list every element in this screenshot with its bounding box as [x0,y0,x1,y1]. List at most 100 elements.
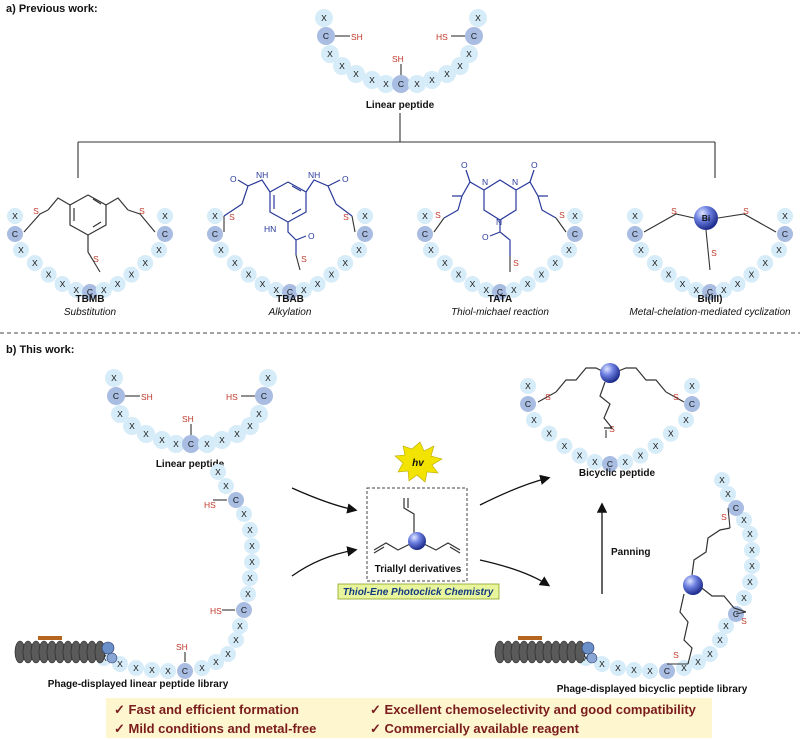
residue-letter: X [241,509,247,519]
light-burst: hv [394,441,443,483]
residue-letter: X [525,381,531,391]
residue-bead [547,254,564,271]
residue-bead [561,242,577,258]
residue-bead [207,208,223,224]
sulfur-label: S [559,210,565,220]
sulfur-label: S [343,212,349,222]
residue-letter: C [12,229,18,239]
bi-core: Bi [694,206,718,230]
thioether-bond [717,213,777,233]
residue-letter: X [719,475,725,485]
residue-bead [128,660,144,676]
residue-bead [469,9,487,27]
cysteine-residue [357,226,373,242]
residue-letter: X [159,435,165,445]
residue-bead [137,254,154,271]
residue-bead [464,275,481,292]
residue-letter: X [622,457,628,467]
residue-letter: C [572,229,578,239]
cysteine-residue [107,387,125,405]
cysteine-residue [659,663,675,679]
phage-tip [106,652,118,664]
sulfur-label: S [301,254,307,264]
residue-bead [244,538,260,554]
residue-bead [714,472,730,488]
residue-letter: X [428,245,434,255]
residue-bead [684,378,700,394]
sulfur-label: HS [204,500,216,510]
residue-bead [323,266,340,283]
residue-letter: X [32,258,38,268]
residue-letter: X [631,665,637,675]
residue-bead [642,663,658,679]
residue-bead [702,646,718,662]
sulfur-label: SH [182,414,194,424]
residue-bead [167,435,185,453]
residue-letter: X [707,649,713,659]
sulfur-label: SH [141,392,153,402]
residue-letter: X [539,270,545,280]
cysteine-residue [684,396,700,412]
residue-bead [712,632,728,648]
residue-letter: X [133,663,139,673]
residue-letter: X [723,621,729,631]
residue-bead [423,71,441,89]
residue-letter: X [511,285,517,295]
residue-letter: C [113,391,119,401]
residue-letter: X [73,285,79,295]
cysteine-residue [82,284,98,300]
reaction-arrows [291,474,608,594]
residue-bead [111,405,129,423]
cysteine-residue [777,226,793,242]
residue-bead [626,662,642,678]
residue-bead [95,281,112,298]
residue-letter: X [219,435,225,445]
residue-letter: X [162,211,168,221]
residue-letter: X [249,557,255,567]
residue-bead [259,369,277,387]
residue-letter: X [422,211,428,221]
residue-bead [610,660,626,676]
cysteine-residue [228,492,244,508]
residue-letter: X [470,279,476,289]
residue-letter: C [87,287,93,297]
residue-letter: X [638,245,644,255]
bicyclic-library-core [679,527,747,665]
library-label-right: Phage-displayed bicyclic peptide library [557,684,748,695]
residue-letter: X [369,75,375,85]
residue-bead [736,590,752,606]
bicyclic-library-sphere [683,575,703,595]
residue-bead [674,275,691,292]
cysteine-residue [157,226,173,242]
residue-bead [137,425,155,443]
residue-bead [438,65,456,83]
residue-bead [254,275,271,292]
residue-bead [68,281,85,298]
residue-bead [213,242,229,258]
svg-text:O: O [531,160,538,170]
residue-letter: X [246,270,252,280]
residue-bead [586,453,603,470]
residue-letter: X [592,457,598,467]
residue-letter: X [213,657,219,667]
residue-letter: X [156,245,162,255]
residue-letter: X [762,258,768,268]
residue-letter: X [747,529,753,539]
residue-bead [236,506,252,522]
residue-letter: X [327,49,333,59]
residue-letter: X [717,635,723,645]
residue-letter: C [632,229,638,239]
residue-letter: C [212,229,218,239]
residue-bead [123,417,141,435]
cysteine-residue [702,284,718,300]
residue-bead [194,660,210,676]
cysteine-residue [627,226,643,242]
cysteine-residue [520,396,536,412]
residue-letter: C [782,229,788,239]
residue-letter: X [149,665,155,675]
residue-bead [109,275,126,292]
branch-bracket [77,113,716,178]
residue-bead [417,208,433,224]
residue-bead [220,646,236,662]
